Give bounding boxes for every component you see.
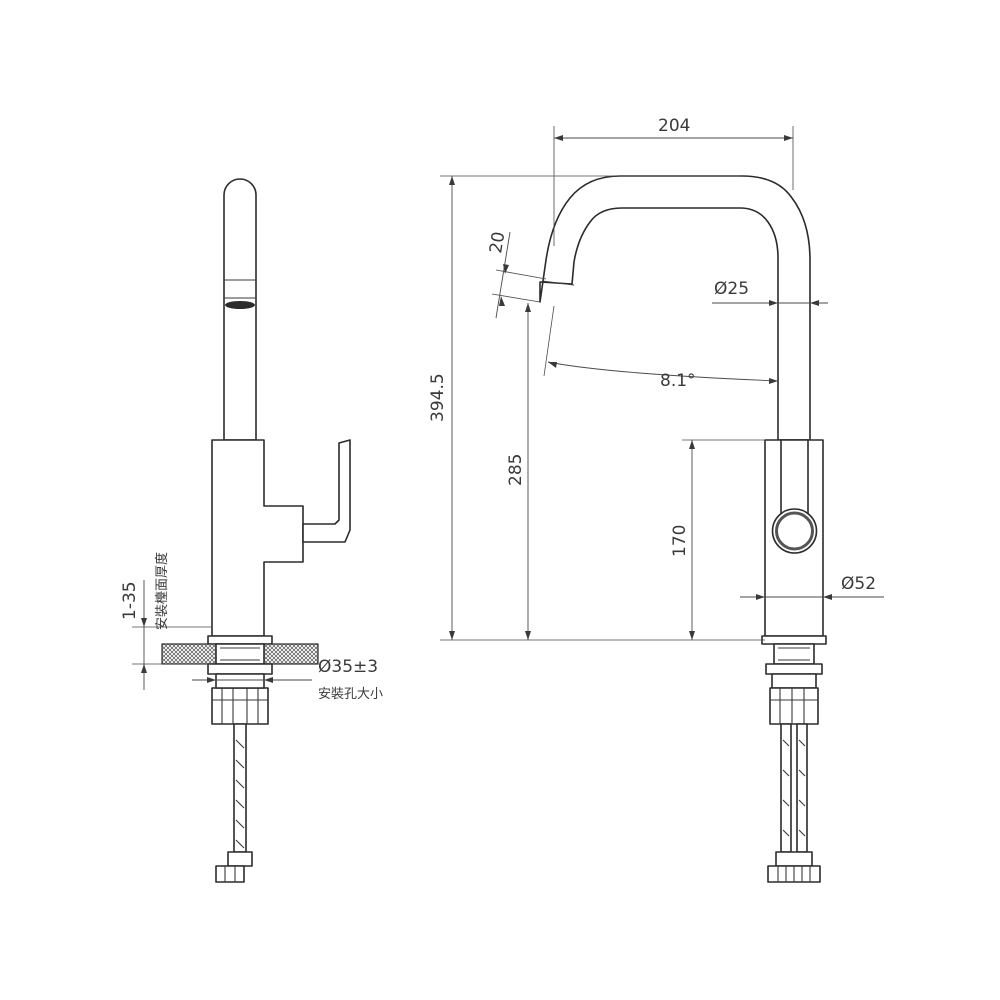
spout-height-dimension: 285	[506, 303, 531, 640]
counter-thickness-dimension: 1-35 安裝檯面厚度	[120, 552, 212, 690]
angle-value: 8.1°	[660, 371, 696, 391]
side-spout-tube	[223, 178, 257, 441]
side-handle-lever	[302, 439, 351, 543]
total-height-dimension: 394.5	[428, 175, 765, 641]
counter-thickness-value: 1-35	[120, 581, 140, 620]
side-nut-top	[207, 663, 273, 675]
spout-tip-dimension: 20	[486, 230, 547, 319]
angle-dimension: 8.1°	[543, 305, 779, 391]
hole-size-label: 安裝孔大小	[318, 687, 383, 702]
side-nut	[211, 687, 269, 725]
spout-diameter-value: Ø25	[714, 279, 749, 299]
spout-tip-value: 20	[486, 230, 509, 255]
side-hose-fitting	[227, 851, 253, 867]
side-body	[211, 439, 304, 637]
front-nut	[769, 687, 819, 725]
width-dimension: 204	[553, 116, 794, 246]
front-shank	[773, 643, 815, 665]
side-hose-nut	[215, 865, 245, 883]
hole-size-value: Ø35±3	[318, 657, 378, 677]
handle-height-value: 170	[670, 525, 690, 557]
base-diameter-dimension: Ø52	[740, 574, 884, 600]
front-nut-top	[765, 663, 823, 675]
side-view: 1-35 安裝檯面厚度 Ø35±3 安裝孔大小	[120, 178, 383, 883]
width-value: 204	[658, 116, 690, 136]
total-height-value: 394.5	[428, 373, 448, 422]
handle-height-dimension: 170	[670, 439, 765, 640]
front-spout-tip-line	[541, 280, 575, 286]
front-spout	[539, 175, 811, 441]
side-hose	[233, 723, 247, 853]
base-diameter-value: Ø52	[841, 574, 876, 594]
hole-size-dimension: Ø35±3 安裝孔大小	[192, 657, 383, 702]
front-view: 204 394.5 285 20	[428, 116, 884, 883]
counter-thickness-label: 安裝檯面厚度	[154, 552, 170, 630]
front-handle-hub	[771, 508, 818, 554]
spout-height-value: 285	[506, 454, 526, 486]
front-base-ring	[761, 635, 827, 645]
side-base-ring	[207, 635, 273, 645]
side-aerator-ring	[225, 301, 255, 309]
spout-diameter-dimension: Ø25	[712, 279, 828, 306]
side-shank	[215, 643, 265, 665]
